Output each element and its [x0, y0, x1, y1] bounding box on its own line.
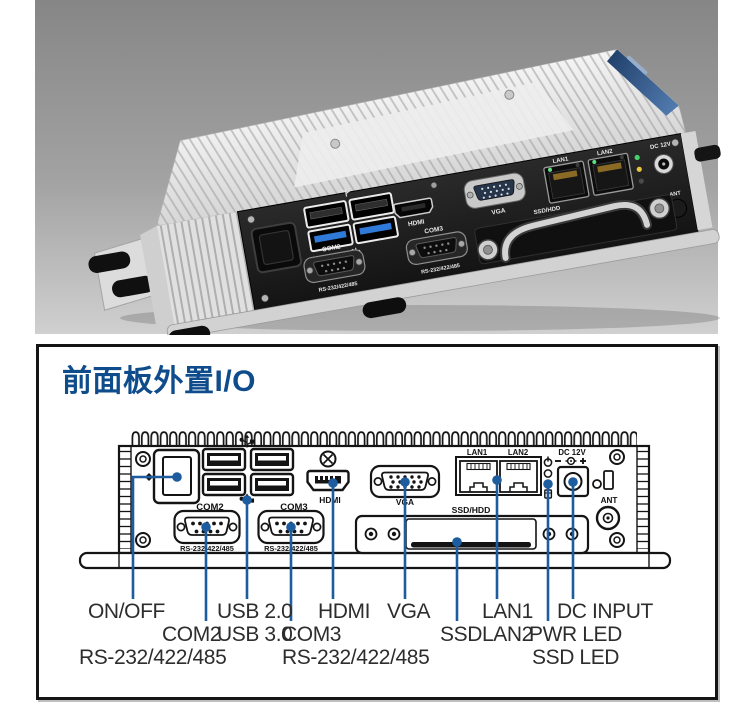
callout-ssd: SSD — [440, 623, 482, 646]
com2-pins — [321, 260, 348, 273]
callout-ssd-led: SSD LED — [532, 646, 620, 669]
com3-label: COM3 — [280, 502, 307, 513]
lan-led-off — [575, 162, 580, 167]
brand-logo-strip — [607, 49, 679, 116]
callout-hdmi: HDMI — [318, 600, 371, 623]
vga-port: VGA — [463, 172, 526, 217]
callout-com3: COM3 — [282, 623, 342, 646]
power-button-cap — [258, 230, 294, 266]
panel-screw — [671, 138, 680, 147]
panel-screw — [430, 181, 438, 189]
panel-screw — [260, 294, 269, 303]
front-fins-texture — [156, 211, 256, 327]
usb3-tongue — [313, 230, 347, 243]
dc12v-label: DC 12V — [650, 141, 672, 151]
com2-pins — [191, 521, 223, 534]
usb-icon — [239, 434, 255, 448]
left-end-cap — [140, 225, 175, 334]
diagram-title: 前面板外置I/O — [62, 365, 257, 398]
lan-ports: LAN1 LAN2 — [543, 149, 634, 204]
top-screw — [504, 89, 515, 100]
hdmi-label: HDMI — [319, 495, 340, 505]
com3-label: COM3 — [424, 225, 444, 235]
pwr-led-mark — [543, 469, 553, 478]
ssd-tray: SSD/HDD — [474, 194, 678, 265]
rubber-foot — [694, 144, 721, 162]
heatsink-plateau — [294, 81, 574, 188]
logo-text-mark — [626, 55, 648, 75]
side-fins-right — [637, 449, 649, 549]
callout-usb20: USB 2.0 — [217, 600, 293, 623]
ant-label: ANT — [669, 190, 682, 198]
polarity-icon — [555, 456, 586, 466]
diagram-dc-jack: DC 12V — [555, 448, 590, 498]
mount-holes — [135, 449, 625, 548]
status-leds — [634, 154, 644, 184]
lan-led-green — [592, 160, 597, 165]
callout-rs-right: RS-232/422/485 — [282, 646, 430, 669]
leader-dots — [172, 472, 578, 547]
rubber-foot — [112, 275, 154, 298]
usb3-tongue — [359, 222, 392, 235]
com2-label: COM2 — [196, 502, 223, 513]
vga-label: VGA — [491, 207, 506, 216]
screw-icon — [319, 450, 337, 468]
usb-ports — [303, 188, 399, 256]
diagram-ssd-tray: SSD/HDD — [354, 505, 590, 555]
ssd-hdd-label: SSD/HDD — [452, 505, 491, 515]
vga-pins — [481, 183, 510, 199]
side-fins-left — [119, 449, 131, 549]
top-screw — [330, 138, 341, 149]
hdmi-port: HDMI — [393, 197, 434, 228]
lan-led-off — [619, 155, 624, 160]
lan-led-green — [547, 167, 552, 172]
callout-dc-input: DC INPUT — [557, 600, 653, 623]
tray-handle — [502, 202, 651, 261]
power-symbol-icon — [543, 456, 553, 467]
lan2-label: LAN2 — [508, 448, 529, 457]
usb-icon — [341, 188, 350, 197]
indicator-hole — [592, 479, 602, 489]
product-photo: HDMI COM2 RS-232/422/485 COM3 — [35, 0, 721, 335]
tray-slot — [411, 542, 531, 548]
callout-com2: COM2 — [162, 623, 222, 646]
dc12v-label: DC 12V — [558, 448, 586, 457]
diagram-usb-ports — [201, 434, 295, 507]
lan2-port — [587, 152, 634, 196]
callout-usb30: USB 3.0 — [217, 623, 293, 646]
hdmi-label: HDMI — [407, 218, 425, 228]
com3-pins — [423, 242, 450, 255]
led-off — [638, 178, 644, 184]
ssd-hdd-label: SSD/HDD — [533, 206, 561, 217]
slot-mark — [603, 470, 614, 490]
lan1-label: LAN1 — [552, 156, 569, 165]
diagram-hdmi: HDMI — [306, 469, 350, 505]
callout-vga: VGA — [387, 600, 431, 623]
callout-pwr-led: PWR LED — [529, 623, 622, 646]
callout-lan1: LAN1 — [482, 600, 533, 623]
dc-jack: DC 12V — [650, 141, 674, 174]
mounting-flange — [78, 551, 672, 570]
diagram-ant: ANT — [595, 496, 621, 531]
device: HDMI COM2 RS-232/422/485 COM3 — [88, 49, 721, 335]
lan1-label: LAN1 — [467, 448, 488, 457]
panel-screw — [247, 215, 256, 224]
rubber-foot — [88, 251, 131, 273]
rubber-foot — [168, 325, 211, 335]
rubber-foot — [362, 297, 407, 319]
ssd-led — [636, 166, 642, 172]
lan1-port — [543, 160, 590, 204]
pwr-led — [634, 154, 640, 161]
front-panel-diagram: COM2 RS-232/422/485 COM3 — [78, 430, 672, 621]
callout-rs-left: RS-232/422/485 — [79, 646, 227, 669]
ant-label: ANT — [601, 496, 618, 505]
heatsink-fin-crown — [131, 430, 637, 446]
callout-on-off: ON/OFF — [88, 600, 165, 623]
bottom-flange — [166, 229, 720, 335]
com2-label: COM2 — [321, 243, 341, 253]
leader-lines — [131, 475, 575, 621]
callout-lan2: LAN2 — [482, 623, 533, 646]
lan2-label: LAN2 — [597, 149, 614, 158]
right-end-cap — [680, 130, 713, 231]
